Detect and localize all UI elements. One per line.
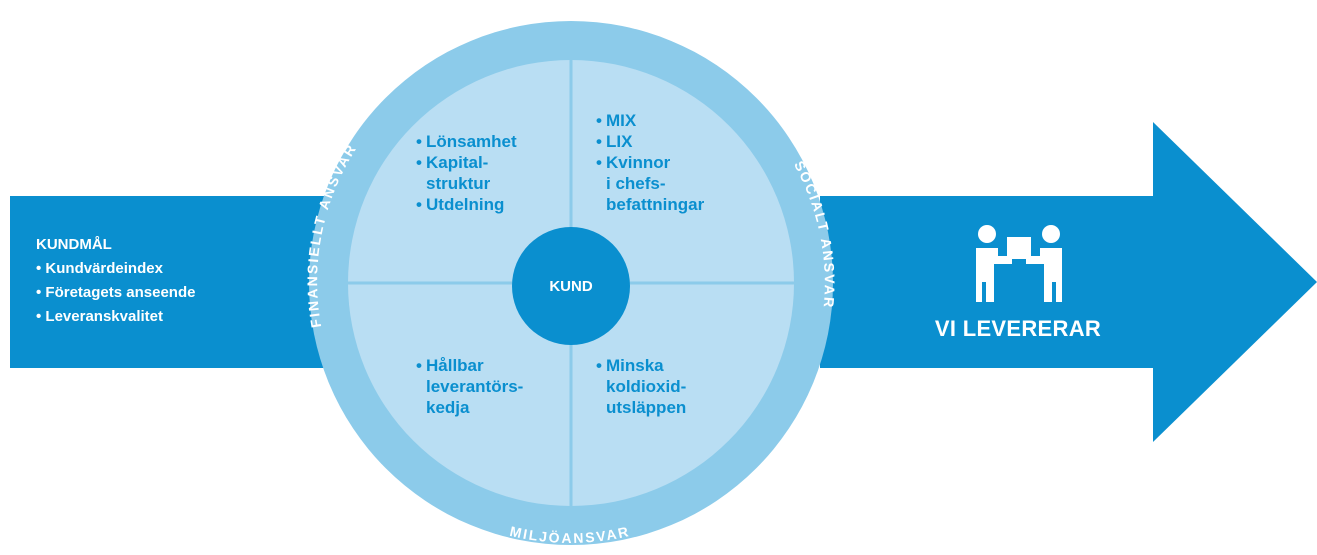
list-item: Minska koldioxid- utsläppen bbox=[596, 355, 686, 418]
arrow-head bbox=[1153, 122, 1317, 442]
list-item: LIX bbox=[596, 131, 704, 152]
quadrant-supply-chain: Hållbar leverantörs- kedja bbox=[416, 355, 523, 418]
list-item: Hållbar leverantörs- kedja bbox=[416, 355, 523, 418]
customer-goals: KUNDMÅL Kundvärdeindex Företagets anseen… bbox=[36, 233, 195, 329]
quadrant-environment: Minska koldioxid- utsläppen bbox=[596, 355, 686, 418]
quadrant-social: MIX LIX Kvinnor i chefs- befattningar bbox=[596, 110, 704, 215]
list-item: Leveranskvalitet bbox=[36, 305, 195, 329]
deliver-label: VI LEVERERAR bbox=[934, 316, 1102, 341]
list-item: Lönsamhet bbox=[416, 131, 517, 152]
quadrant-financial: Lönsamhet Kapital- struktur Utdelning bbox=[416, 131, 517, 215]
list-item: Kvinnor i chefs- befattningar bbox=[596, 152, 704, 215]
list-item: Utdelning bbox=[416, 194, 517, 215]
list-item: MIX bbox=[596, 110, 704, 131]
center-circle bbox=[512, 227, 630, 345]
customer-goals-title: KUNDMÅL bbox=[36, 236, 112, 253]
customer-goals-list: Kundvärdeindex Företagets anseende Lever… bbox=[36, 257, 195, 329]
list-item: Kapital- struktur bbox=[416, 152, 517, 194]
list-item: Företagets anseende bbox=[36, 281, 195, 305]
list-item: Kundvärdeindex bbox=[36, 257, 195, 281]
ring-label-bottom: MILJÖANSVAR bbox=[508, 523, 631, 546]
center-label: KUND bbox=[549, 277, 593, 295]
people-delivering-package-icon bbox=[976, 225, 1062, 302]
